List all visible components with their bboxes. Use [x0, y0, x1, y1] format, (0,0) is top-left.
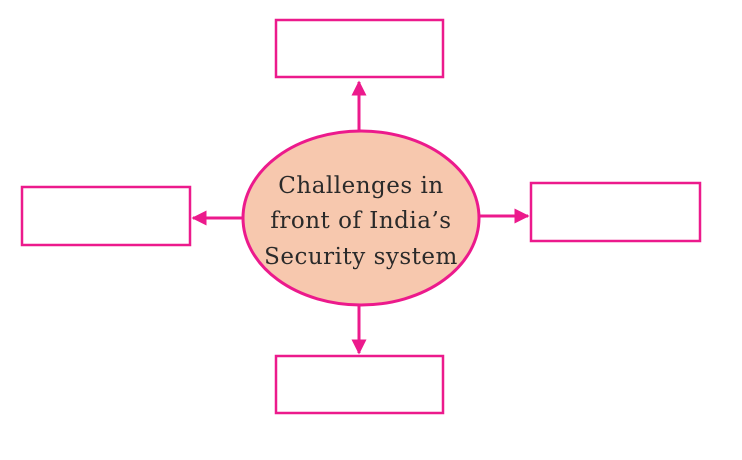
empty-box-right	[529, 181, 702, 243]
empty-box-bottom	[274, 354, 445, 415]
arrows	[191, 80, 530, 355]
center-label-line-2: front of India’s	[270, 208, 451, 234]
center-label-line-3: Security system	[264, 244, 458, 270]
empty-box-left	[20, 185, 192, 247]
center-label-line-1: Challenges in	[278, 173, 443, 199]
center-ellipse	[241, 129, 481, 307]
empty-box-top	[274, 18, 445, 79]
